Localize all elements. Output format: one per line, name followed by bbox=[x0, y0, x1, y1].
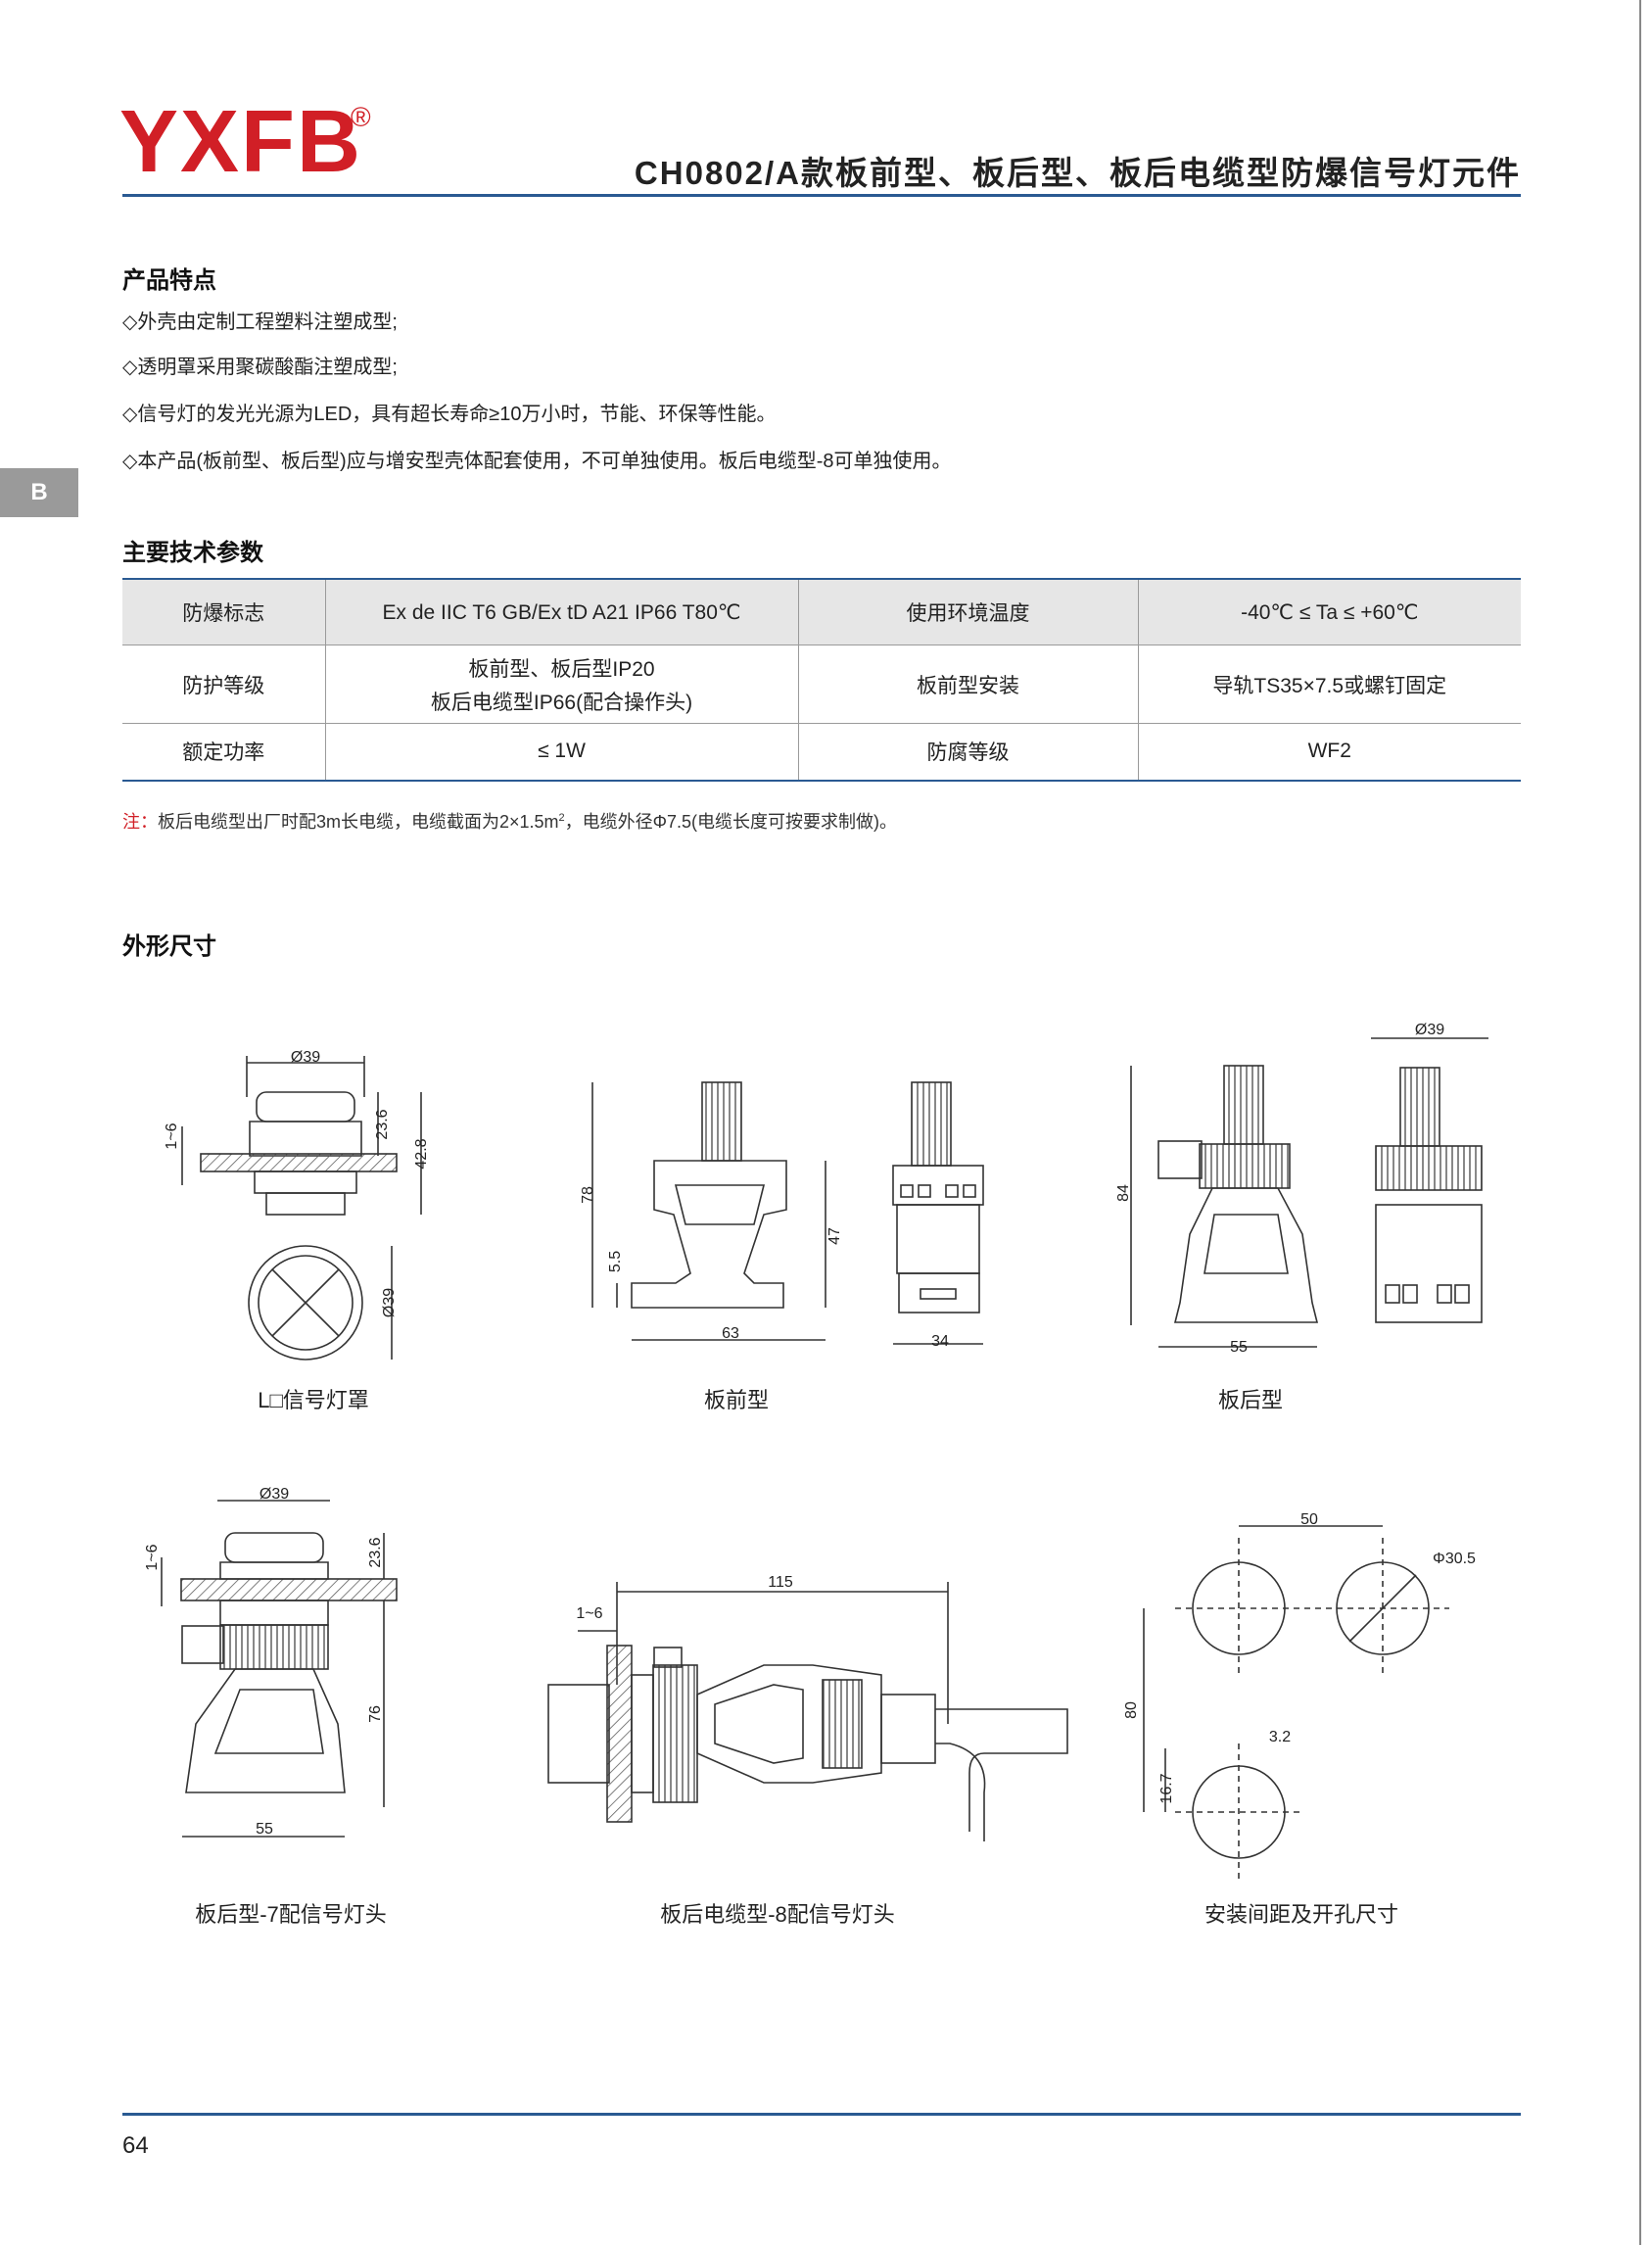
note-text-2: ，电缆外径Φ7.5(电缆长度可按要求制做)。 bbox=[564, 812, 898, 832]
table-cell: -40℃ ≤ Ta ≤ +60℃ bbox=[1137, 578, 1521, 645]
section-tab-b: B bbox=[0, 468, 78, 517]
header-rule bbox=[122, 194, 1521, 197]
table-cell: 防腐等级 bbox=[797, 723, 1139, 782]
dim-label: 23.6 bbox=[367, 1537, 384, 1567]
note-text-1: 板后电缆型出厂时配3m长电缆，电缆截面为2×1.5m bbox=[158, 812, 559, 832]
table-cell: 额定功率 bbox=[122, 723, 326, 782]
table-cell: 防爆标志 bbox=[122, 578, 326, 645]
dimensions-heading: 外形尺寸 bbox=[122, 933, 216, 960]
dim-label: 80 bbox=[1123, 1701, 1140, 1719]
drawing-rear-panel-7 bbox=[161, 1500, 398, 1838]
footer-rule bbox=[122, 2113, 1521, 2116]
table-cell: 板前型、板后型IP20 板后电缆型IP66(配合操作头) bbox=[324, 645, 799, 724]
feature-item: ◇外壳由定制工程塑料注塑成型; bbox=[122, 311, 398, 333]
feature-item: ◇本产品(板前型、板后型)应与增安型壳体配套使用，不可单独使用。板后电缆型-8可… bbox=[122, 451, 952, 472]
table-cell: 防护等级 bbox=[122, 645, 326, 724]
dim-label: Φ30.5 bbox=[1433, 1551, 1476, 1567]
dim-label: Ø39 bbox=[1415, 1022, 1444, 1038]
dim-label: 63 bbox=[722, 1325, 739, 1342]
document-title: CH0802/A款板前型、板后型、板后电缆型防爆信号灯元件 bbox=[634, 155, 1521, 191]
dim-label: Ø39 bbox=[291, 1049, 320, 1066]
dim-label: 16.7 bbox=[1158, 1773, 1175, 1803]
table-row: 防护等级 板前型、板后型IP20 板后电缆型IP66(配合操作头) 板前型安装 … bbox=[122, 645, 1521, 724]
drawing-rear-cable-8 bbox=[547, 1582, 1068, 1841]
dim-label: 55 bbox=[256, 1821, 273, 1838]
registered-mark: ® bbox=[351, 102, 371, 132]
specs-heading: 主要技术参数 bbox=[122, 540, 263, 566]
caption-lamp-cover: L□信号灯罩 bbox=[258, 1388, 369, 1412]
caption-mounting: 安装间距及开孔尺寸 bbox=[1204, 1902, 1399, 1927]
dimension-labels: Ø39 1~6 23.6 42.8 Ø39 78 5.5 47 63 34 84… bbox=[144, 1022, 1476, 1838]
table-cell: 导轨TS35×7.5或螺钉固定 bbox=[1137, 645, 1521, 724]
protection-line-2: 板后电缆型IP66(配合操作头) bbox=[430, 691, 693, 714]
drawing-front-panel bbox=[591, 1081, 984, 1345]
feature-item: ◇信号灯的发光光源为LED，具有超长寿命≥10万小时，节能、环保等性能。 bbox=[122, 404, 777, 425]
features-heading: 产品特点 bbox=[122, 267, 216, 294]
dim-label: 84 bbox=[1115, 1184, 1132, 1202]
drawing-rear-panel bbox=[1130, 1037, 1488, 1348]
dim-label: 55 bbox=[1230, 1339, 1248, 1356]
dim-label: 78 bbox=[580, 1186, 596, 1204]
note-prefix: 注： bbox=[122, 812, 158, 832]
dim-label: 3.2 bbox=[1269, 1729, 1291, 1745]
dim-label: 23.6 bbox=[374, 1109, 391, 1139]
brand-logo: YXFB bbox=[119, 93, 363, 191]
dim-label: 42.8 bbox=[413, 1138, 430, 1169]
dim-label: 1~6 bbox=[144, 1544, 161, 1570]
page-edge-rule bbox=[1639, 0, 1641, 2245]
dim-label: Ø39 bbox=[381, 1288, 398, 1317]
dim-label: 5.5 bbox=[607, 1251, 624, 1272]
caption-rear-panel-7: 板后型-7配信号灯头 bbox=[195, 1902, 387, 1927]
table-cell: ≤ 1W bbox=[324, 723, 799, 782]
dim-label: Ø39 bbox=[260, 1486, 289, 1503]
table-cell: Ex de IIC T6 GB/Ex tD A21 IP66 T80℃ bbox=[324, 578, 799, 645]
dim-label: 115 bbox=[768, 1574, 793, 1591]
table-row: 额定功率 ≤ 1W 防腐等级 WF2 bbox=[122, 723, 1521, 782]
protection-line-1: 板前型、板后型IP20 bbox=[468, 657, 655, 681]
table-row: 防爆标志 Ex de IIC T6 GB/Ex tD A21 IP66 T80℃… bbox=[122, 578, 1521, 645]
table-cell: 板前型安装 bbox=[797, 645, 1139, 724]
dim-label: 47 bbox=[826, 1227, 843, 1245]
spec-table: 防爆标志 Ex de IIC T6 GB/Ex tD A21 IP66 T80℃… bbox=[122, 578, 1521, 782]
dim-label: 1~6 bbox=[576, 1605, 602, 1622]
caption-front-panel: 板前型 bbox=[703, 1388, 770, 1412]
dim-label: 1~6 bbox=[164, 1122, 180, 1149]
cable-note: 注：板后电缆型出厂时配3m长电缆，电缆截面为2×1.5m2，电缆外径Φ7.5(电… bbox=[122, 808, 897, 834]
caption-rear-panel: 板后型 bbox=[1217, 1388, 1284, 1412]
dim-label: 76 bbox=[367, 1705, 384, 1723]
drawing-mounting bbox=[1143, 1525, 1449, 1881]
drawing-lamp-cover bbox=[181, 1056, 422, 1361]
dim-label: 50 bbox=[1300, 1511, 1318, 1528]
dim-label: 34 bbox=[931, 1333, 949, 1350]
table-cell: WF2 bbox=[1137, 723, 1521, 782]
page-number: 64 bbox=[122, 2132, 149, 2159]
feature-item: ◇透明罩采用聚碳酸酯注塑成型; bbox=[122, 357, 398, 378]
table-cell: 使用环境温度 bbox=[797, 578, 1139, 645]
caption-rear-cable-8: 板后电缆型-8配信号灯头 bbox=[660, 1902, 895, 1927]
note-superscript: 2 bbox=[558, 812, 565, 824]
